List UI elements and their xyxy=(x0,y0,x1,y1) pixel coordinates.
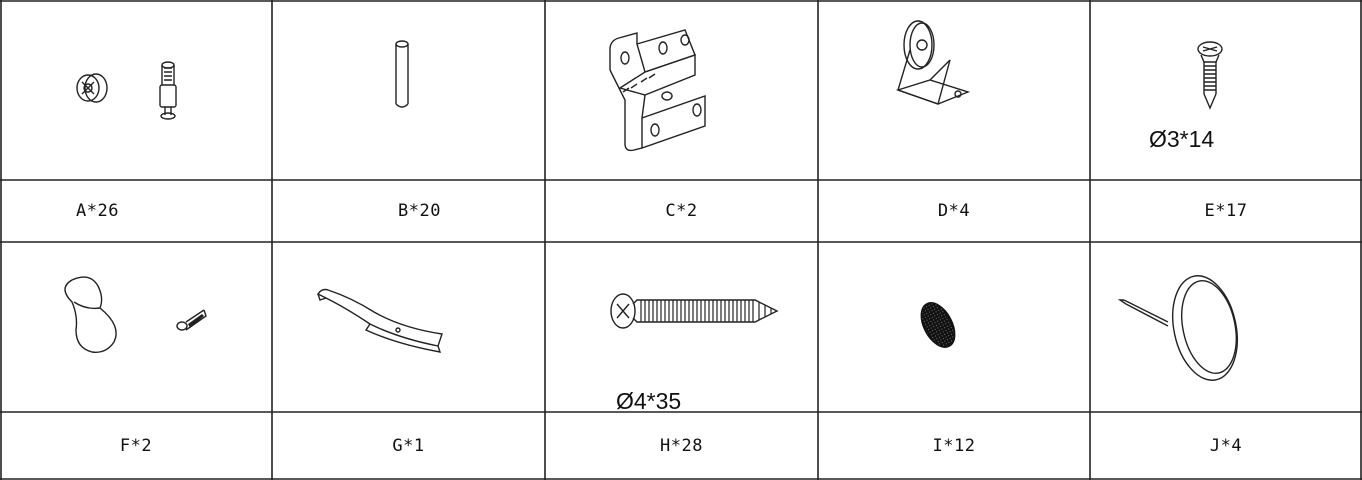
cam-lock-and-dowel-icon xyxy=(76,61,177,120)
part-j-image-cell xyxy=(1090,242,1362,412)
part-b-label: B*20 xyxy=(398,201,441,221)
part-d-image-cell xyxy=(818,0,1090,180)
part-b-image-cell xyxy=(272,0,545,180)
part-h-spec: Ø4*35 xyxy=(616,388,682,414)
part-c-label: C*2 xyxy=(665,201,698,221)
part-h-image-cell: Ø4*35 xyxy=(545,242,818,414)
part-i-image-cell xyxy=(818,242,1090,412)
part-g-label: G*1 xyxy=(392,436,425,456)
part-f-image-cell xyxy=(0,242,272,412)
long-screw-icon xyxy=(610,293,779,329)
part-h-label: H*28 xyxy=(660,436,703,456)
part-f-label: F*2 xyxy=(119,436,153,456)
part-g-image-cell xyxy=(272,242,545,412)
part-a-label: A*26 xyxy=(76,201,119,221)
caster-wheel-icon xyxy=(895,20,971,105)
knob-and-bolt-icon xyxy=(64,276,207,353)
wooden-dowel-icon xyxy=(395,40,409,108)
felt-pad-icon xyxy=(920,302,956,348)
part-e-spec: Ø3*14 xyxy=(1149,126,1215,152)
hinge-icon xyxy=(609,29,706,152)
nail-glide-icon xyxy=(1117,275,1238,381)
part-d-label: D*4 xyxy=(937,201,971,221)
part-c-image-cell xyxy=(545,0,818,180)
bent-metal-strip-icon xyxy=(316,288,443,353)
part-a-image-cell xyxy=(0,0,272,180)
part-i-label: I*12 xyxy=(932,436,976,456)
screw-icon xyxy=(1197,41,1223,110)
part-e-label: E*17 xyxy=(1204,201,1248,221)
part-e-image-cell: Ø3*14 xyxy=(1090,0,1362,180)
part-j-label: J*4 xyxy=(1209,436,1243,456)
